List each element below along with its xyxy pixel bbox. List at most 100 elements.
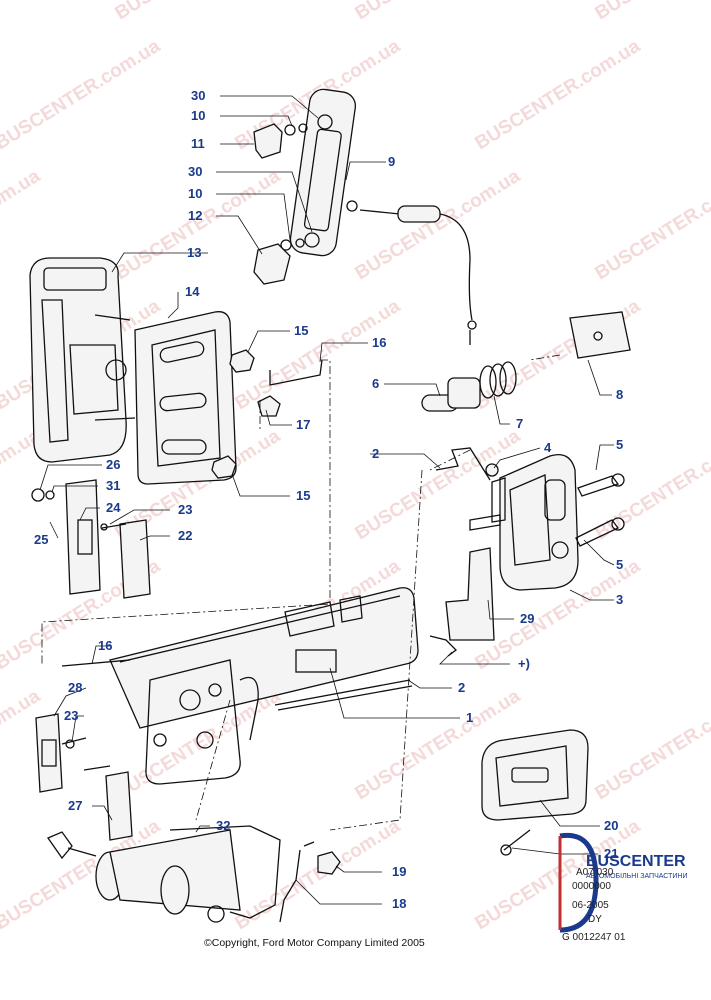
callout-11: 11	[191, 136, 205, 151]
callout-8: 8	[616, 387, 623, 402]
bracket-29	[445, 547, 495, 641]
parts-drawing	[29, 88, 631, 923]
callout-6: 6	[372, 376, 379, 391]
lock-cylinder-32	[47, 825, 281, 923]
callout-17: 17	[296, 417, 310, 432]
callout-30-top: 30	[191, 88, 205, 103]
callout-15-bottom: 15	[296, 488, 310, 503]
callout-9: 9	[388, 154, 395, 169]
rod-16-lower	[61, 659, 131, 667]
callout-labels: 30 10 11 30 10 12 9 13 14 15 16 6 7 8 17…	[34, 88, 623, 911]
callout-30-mid: 30	[188, 164, 202, 179]
callout-3: 3	[616, 592, 623, 607]
callout-27: 27	[68, 798, 82, 813]
callout-5-top: 5	[616, 437, 623, 452]
callout-18: 18	[392, 896, 406, 911]
stamp-line-5: G 0012247 01	[562, 932, 626, 943]
callout-24: 24	[106, 500, 121, 515]
callout-22: 22	[178, 528, 192, 543]
callout-31: 31	[106, 478, 120, 493]
callout-plus: +)	[518, 656, 530, 671]
handle-housing-13	[29, 257, 136, 463]
callout-1: 1	[466, 710, 473, 725]
watermark-text: BUSCENTER.com.ua	[232, 816, 405, 935]
gasket-14	[134, 311, 237, 485]
callout-26: 26	[106, 457, 120, 472]
callout-23-upper: 23	[178, 502, 192, 517]
stamp-line-2: 0000000	[572, 881, 611, 892]
foam-pad-8	[569, 311, 631, 359]
clip-19	[317, 851, 341, 875]
control-cable	[359, 205, 477, 345]
screw-21	[500, 829, 531, 856]
watermark-text: BUSCENTER.com.ua	[592, 426, 711, 545]
drawing-stamp: A07 030 0000000 06-2005 DY G 0012247 01	[562, 867, 626, 943]
callout-28: 28	[68, 680, 82, 695]
spring-7	[479, 361, 517, 399]
lower-bracket-parts	[35, 713, 133, 841]
watermark-text: BUSCENTER.com.ua	[352, 166, 525, 285]
callout-21: 21	[604, 846, 618, 861]
connection-lines	[41, 354, 561, 831]
logo-subtitle: АВТОМОБІЛЬНІ ЗАПЧАСТИНИ	[586, 873, 687, 880]
watermark-text: BUSCENTER.com.ua	[352, 0, 525, 24]
inner-panel-1	[109, 587, 419, 785]
watermark-text: BUSCENTER.com.ua	[472, 36, 645, 155]
escutcheon-20	[481, 729, 589, 821]
watermark-text: BUSCENTER.com.ua	[0, 0, 44, 24]
callout-5-bottom: 5	[616, 557, 623, 572]
callout-13: 13	[187, 245, 201, 260]
leader-lines	[39, 95, 615, 905]
rod-16	[269, 359, 323, 386]
callout-4: 4	[544, 440, 552, 455]
callout-20: 20	[604, 818, 618, 833]
rod-2-upper	[435, 447, 491, 481]
rod-2-lower-b	[277, 685, 413, 711]
stamp-line-4: DY	[588, 914, 602, 925]
copyright-text: ©Copyright, Ford Motor Company Limited 2…	[204, 937, 425, 949]
callout-10-top: 10	[191, 108, 205, 123]
callout-23-lower: 23	[64, 708, 78, 723]
rod-18	[279, 849, 301, 923]
callout-7: 7	[516, 416, 523, 431]
callout-15-top: 15	[294, 323, 308, 338]
logo-name: BUSCENTER	[586, 853, 686, 870]
callout-2-top: 2	[372, 446, 379, 461]
lock-mechanism-3	[469, 453, 579, 591]
screw-washer-top	[280, 123, 308, 251]
stamp-line-1: A07 030	[576, 867, 614, 878]
clip-4	[485, 463, 499, 477]
callout-16-top: 16	[372, 335, 386, 350]
left-bracket-parts	[31, 479, 151, 599]
rod-2-lower	[274, 679, 411, 706]
buscenter-logo: BUSCENTER АВТОМОБІЛЬНІ ЗАПЧАСТИНИ	[558, 832, 687, 933]
rod-18-b	[303, 841, 315, 847]
watermark-text: BUSCENTER.com.ua	[112, 0, 285, 24]
bolts-5	[575, 473, 625, 547]
watermark-text: BUSCENTER.com.ua	[232, 296, 405, 415]
callout-32: 32	[216, 818, 230, 833]
cap-11	[253, 123, 283, 159]
watermark-text: BUSCENTER.com.ua	[592, 0, 711, 24]
outer-handle-bezel	[289, 88, 358, 257]
callout-29: 29	[520, 611, 534, 626]
lock-cylinder-6	[421, 377, 481, 412]
clip-17	[257, 395, 281, 417]
callout-2-lower: 2	[458, 680, 465, 695]
watermark-text: BUSCENTER.com.ua	[592, 686, 711, 805]
watermark-text: BUSCENTER.com.ua	[352, 426, 525, 545]
nut-15-top	[229, 349, 255, 373]
nut-15-bottom	[211, 455, 237, 479]
callout-19: 19	[392, 864, 406, 879]
callout-10-mid: 10	[188, 186, 202, 201]
callout-25: 25	[34, 532, 48, 547]
callout-14: 14	[185, 284, 200, 299]
cap-12	[253, 243, 291, 285]
callout-12: 12	[188, 208, 202, 223]
watermark-text: BUSCENTER.com.ua	[0, 36, 164, 155]
clip-plus	[429, 635, 457, 657]
callout-16-lower: 16	[98, 638, 112, 653]
watermark-text: BUSCENTER.com.ua	[592, 166, 711, 285]
stamp-line-3: 06-2005	[572, 900, 609, 911]
